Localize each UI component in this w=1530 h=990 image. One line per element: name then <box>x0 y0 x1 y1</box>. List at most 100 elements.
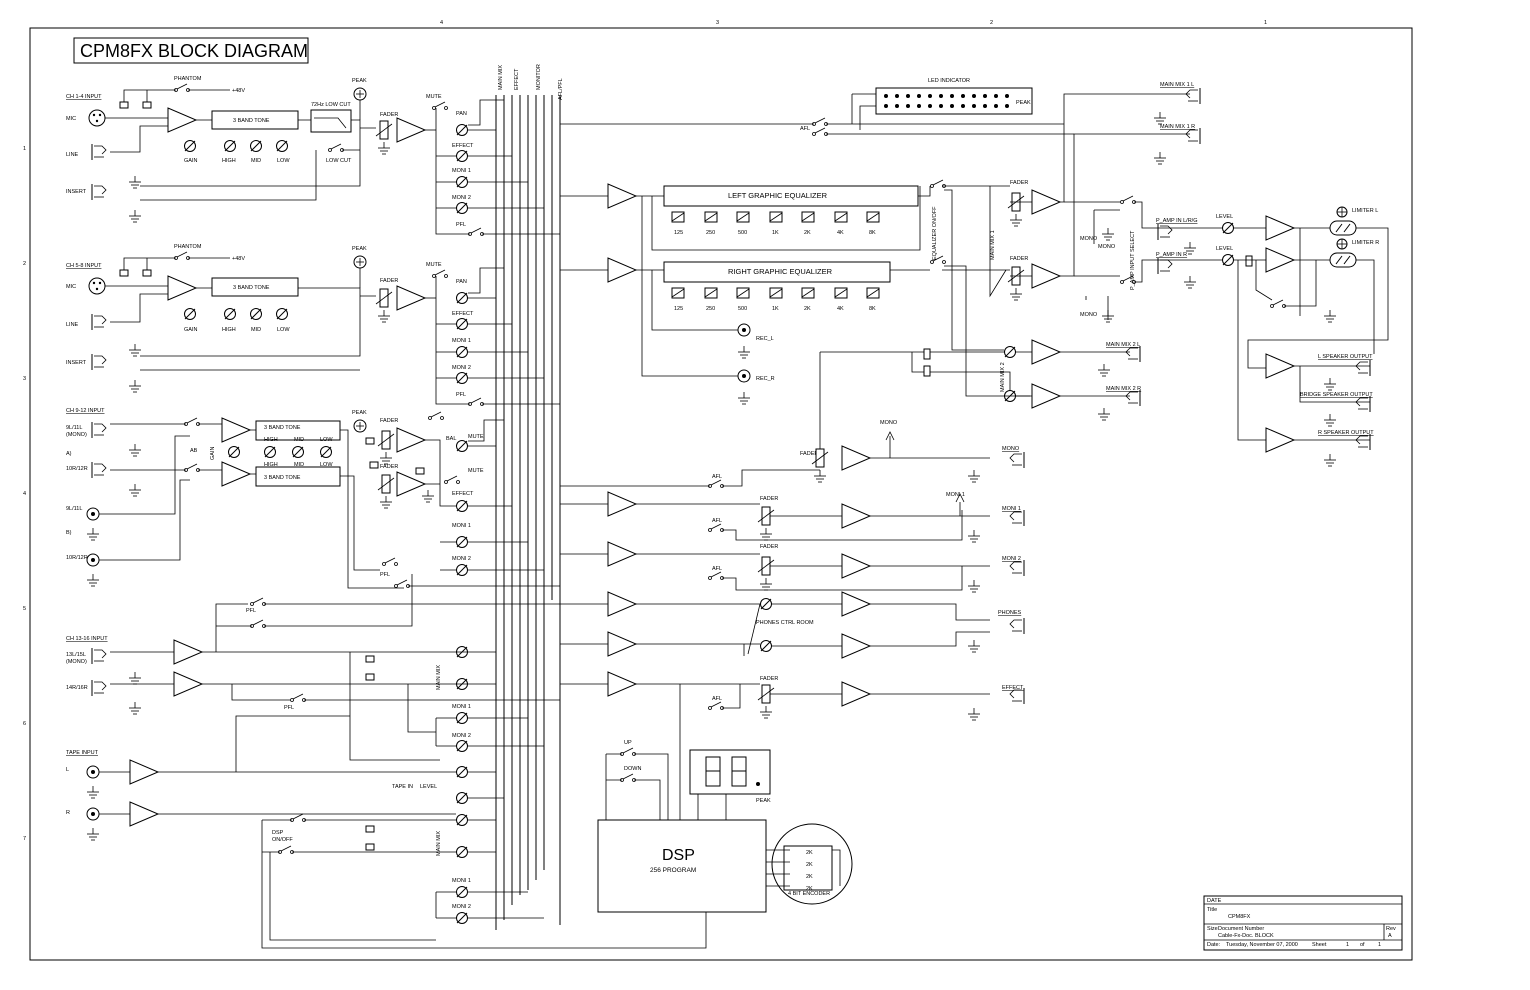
svg-text:Sheet: Sheet <box>1312 942 1327 948</box>
svg-text:MAIN MIX 2: MAIN MIX 2 <box>1000 362 1006 392</box>
svg-text:PFL: PFL <box>456 392 466 398</box>
svg-text:3 BAND TONE: 3 BAND TONE <box>233 285 270 291</box>
tape-input: TAPE INPUT L R TAPE IN LEVEL <box>66 715 504 841</box>
svg-text:MONO: MONO <box>1080 312 1098 318</box>
border-row-labels: 1 2 3 4 5 6 7 <box>23 146 26 842</box>
svg-text:MONO: MONO <box>1080 236 1098 242</box>
svg-text:HIGH: HIGH <box>264 462 278 468</box>
svg-text:P_AMP IN L/R/G: P_AMP IN L/R/G <box>1156 218 1197 224</box>
svg-text:GAIN: GAIN <box>210 447 216 460</box>
svg-text:AFL: AFL <box>800 126 810 132</box>
svg-text:4 BIT ENCODER: 4 BIT ENCODER <box>788 891 830 897</box>
svg-text:PHONES: PHONES <box>998 610 1022 616</box>
led-indicator <box>875 87 1033 115</box>
svg-text:FADER: FADER <box>380 278 398 284</box>
svg-text:2K: 2K <box>806 886 813 892</box>
left-eq-bands: 125 250 500 1K 2K 4K 8K <box>671 211 880 236</box>
svg-text:MONI 2: MONI 2 <box>1002 556 1021 562</box>
svg-text:LINE: LINE <box>66 322 79 328</box>
svg-text:1: 1 <box>1378 942 1381 948</box>
svg-text:MUTE: MUTE <box>468 434 484 440</box>
svg-text:PEAK: PEAK <box>352 246 367 252</box>
svg-text:MUTE: MUTE <box>426 262 442 268</box>
svg-text:of: of <box>1360 942 1365 948</box>
encoder-circle <box>771 823 853 905</box>
svg-text:MONI 1: MONI 1 <box>452 338 471 344</box>
svg-text:EFFECT: EFFECT <box>452 311 474 317</box>
limiter-l-icon <box>1329 206 1357 236</box>
svg-text:ON/OFF: ON/OFF <box>272 837 293 843</box>
svg-text:PEAK: PEAK <box>756 798 771 804</box>
svg-text:256 PROGRAM: 256 PROGRAM <box>650 867 696 874</box>
limiter-r-icon <box>1329 238 1357 268</box>
svg-text:2K: 2K <box>806 862 813 868</box>
svg-text:UP: UP <box>624 740 632 746</box>
svg-text:MONI 2: MONI 2 <box>452 733 471 739</box>
svg-text:REC_L: REC_L <box>756 336 774 342</box>
right-eq-box <box>663 261 891 283</box>
svg-text:3 BAND TONE: 3 BAND TONE <box>264 425 301 431</box>
svg-text:PAN: PAN <box>456 111 467 117</box>
svg-text:FADER: FADER <box>760 544 778 550</box>
svg-text:4K: 4K <box>837 306 844 312</box>
svg-text:MONO: MONO <box>880 420 898 426</box>
svg-text:DSP: DSP <box>272 830 284 836</box>
svg-text:A): A) <box>66 451 72 457</box>
svg-text:BAL: BAL <box>446 436 456 442</box>
svg-text:125: 125 <box>674 306 683 312</box>
svg-text:Document Number: Document Number <box>1218 926 1264 932</box>
svg-text:TAPE INPUT: TAPE INPUT <box>66 750 99 756</box>
svg-text:500: 500 <box>738 230 747 236</box>
svg-text:AFL: AFL <box>712 566 722 572</box>
svg-text:8K: 8K <box>869 306 876 312</box>
drawing-border <box>29 27 1413 961</box>
svg-text:INSERT: INSERT <box>66 360 87 366</box>
svg-text:10R/12R: 10R/12R <box>66 555 88 561</box>
svg-text:MIC: MIC <box>66 284 76 290</box>
col-label: 2 <box>990 20 993 26</box>
svg-text:AFL: AFL <box>712 474 722 480</box>
svg-text:CPM8FX: CPM8FX <box>1228 914 1251 920</box>
svg-text:Title: Title <box>1207 907 1217 913</box>
svg-text:(MONO): (MONO) <box>66 659 87 665</box>
gain-label: GAIN <box>184 158 197 164</box>
svg-text:1K: 1K <box>772 306 779 312</box>
channel-9-12: CH 9-12 INPUT 9L/11L (MONO) A) 10R/12R 9… <box>66 408 560 589</box>
svg-text:1: 1 <box>1346 942 1349 948</box>
svg-text:4K: 4K <box>837 230 844 236</box>
svg-text:LOW: LOW <box>320 462 333 468</box>
svg-text:3 BAND TONE: 3 BAND TONE <box>264 475 301 481</box>
svg-text:2K: 2K <box>806 850 813 856</box>
svg-text:9L/11L: 9L/11L <box>66 506 82 512</box>
svg-text:FADER: FADER <box>380 464 398 470</box>
border-col-labels: 4 3 2 1 <box>440 20 1267 26</box>
row-label: 2 <box>23 261 26 267</box>
svg-text:LEVEL: LEVEL <box>1216 214 1233 220</box>
svg-text:FADER: FADER <box>1010 256 1028 262</box>
svg-text:MAIN MIX 1 L: MAIN MIX 1 L <box>1160 82 1194 88</box>
phantom-label: PHANTOM <box>174 76 202 82</box>
svg-text:+48V: +48V <box>232 256 245 262</box>
svg-text:MONI 2: MONI 2 <box>452 556 471 562</box>
svg-text:R: R <box>66 810 70 816</box>
svg-text:HIGH: HIGH <box>264 437 278 443</box>
svg-text:MAIN MIX: MAIN MIX <box>436 831 442 856</box>
svg-text:LEVEL: LEVEL <box>1216 246 1233 252</box>
svg-text:EQUALIZER ON/OFF: EQUALIZER ON/OFF <box>932 206 938 260</box>
svg-text:Cable-Fx-Doc. BLOCK: Cable-Fx-Doc. BLOCK <box>1218 933 1274 939</box>
svg-text:PFL: PFL <box>284 705 294 711</box>
svg-text:2K: 2K <box>804 306 811 312</box>
svg-text:1K: 1K <box>772 230 779 236</box>
svg-text:13L/15L: 13L/15L <box>66 652 86 658</box>
title-box <box>73 37 309 64</box>
lowcut-box <box>310 109 352 133</box>
svg-text:10R/12R: 10R/12R <box>66 466 88 472</box>
dsp-section: DSP ON/OFF MAIN MIX MONI 1 MONI 2 DSP 25… <box>261 684 853 949</box>
svg-text:EFFECT: EFFECT <box>452 143 474 149</box>
svg-text:LEVEL: LEVEL <box>420 784 437 790</box>
svg-text:MONI 1: MONI 1 <box>452 878 471 884</box>
svg-text:PEAK: PEAK <box>352 410 367 416</box>
svg-text:MONO: MONO <box>1002 446 1020 452</box>
svg-text:BRIDGE SPEAKER OUTPUT: BRIDGE SPEAKER OUTPUT <box>1300 392 1373 398</box>
